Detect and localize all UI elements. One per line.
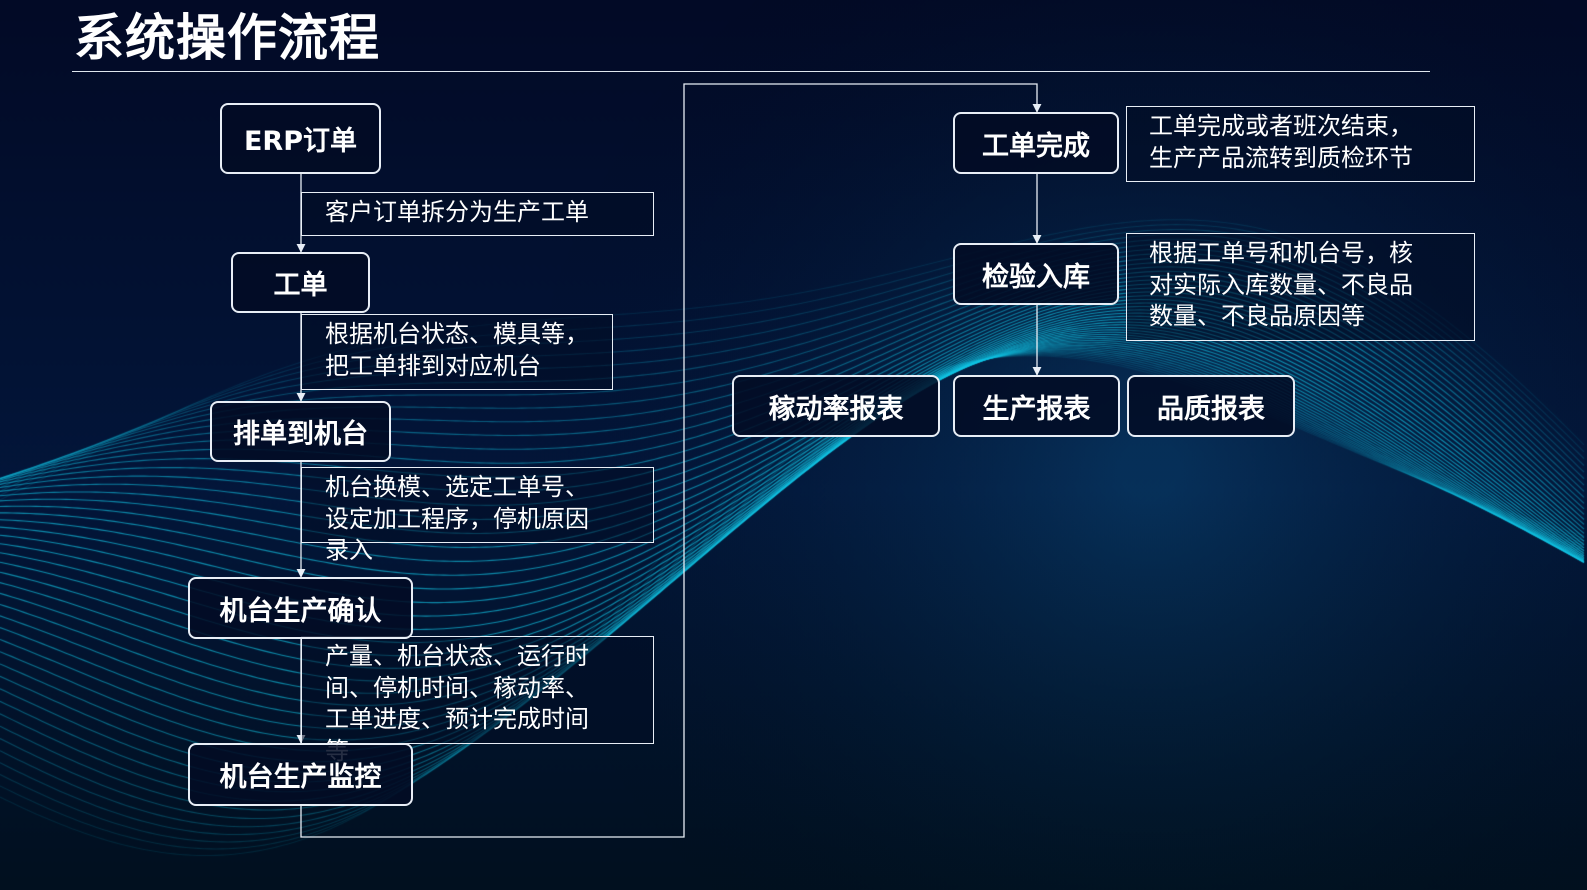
page-title: 系统操作流程	[74, 9, 380, 67]
note-machine-setup: 机台换模、选定工单号、 设定加工程序，停机原因 录入	[301, 467, 654, 564]
node-schedule-machine[interactable]: 排单到机台	[210, 401, 391, 462]
node-quality-report[interactable]: 品质报表	[1127, 375, 1295, 437]
note-inspection-desc: 根据工单号和机台号，核 对实际入库数量、不良品 数量、不良品原因等	[1126, 233, 1475, 341]
node-work-order[interactable]: 工单	[231, 252, 370, 313]
note-monitor-items: 产量、机台状态、运行时 间、停机时间、稼动率、 工单进度、预计完成时间 等	[301, 636, 654, 765]
node-erp-order[interactable]: ERP订单	[220, 103, 381, 174]
node-utilization-report[interactable]: 稼动率报表	[732, 375, 940, 437]
note-complete-desc: 工单完成或者班次结束， 生产产品流转到质检环节	[1126, 106, 1475, 182]
node-production-report[interactable]: 生产报表	[953, 375, 1120, 437]
node-work-order-complete[interactable]: 工单完成	[953, 112, 1119, 174]
node-inspection-storage[interactable]: 检验入库	[953, 243, 1119, 305]
note-split-order: 客户订单拆分为生产工单	[301, 192, 654, 236]
title-divider	[72, 71, 1430, 72]
node-production-monitor[interactable]: 机台生产监控	[188, 743, 413, 806]
note-assign-machine: 根据机台状态、模具等， 把工单排到对应机台	[301, 314, 613, 390]
node-production-confirm[interactable]: 机台生产确认	[188, 577, 413, 639]
